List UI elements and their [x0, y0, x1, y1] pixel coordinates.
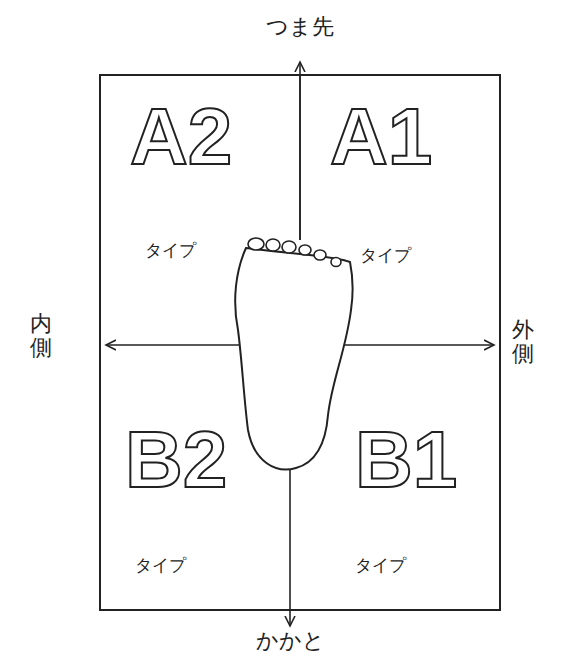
type-caption: タイプ: [360, 245, 411, 265]
type-code: B1: [355, 420, 457, 500]
type-caption: タイプ: [145, 240, 196, 260]
heel-arrow: [289, 470, 291, 626]
type-code: B2: [125, 420, 227, 500]
type-caption: タイプ: [135, 555, 186, 575]
divider: [299, 75, 301, 240]
type-code: A2: [130, 97, 232, 177]
direction-label: つま先: [266, 14, 334, 40]
type-quadrant: B1 タイプ: [300, 345, 500, 610]
toe-arrow: [299, 62, 301, 240]
type-quadrant: B2 タイプ: [100, 345, 300, 610]
direction-label: 外側: [512, 318, 534, 366]
direction-label: 内側: [30, 312, 52, 360]
foot-illustration: [235, 238, 352, 469]
type-code: A1: [330, 97, 432, 177]
type-quadrant: A2 タイプ: [100, 75, 300, 345]
direction-label: かかと: [256, 628, 325, 654]
outer-frame: [100, 75, 500, 610]
type-quadrant: A1 タイプ: [300, 75, 500, 345]
type-caption: タイプ: [355, 555, 406, 575]
